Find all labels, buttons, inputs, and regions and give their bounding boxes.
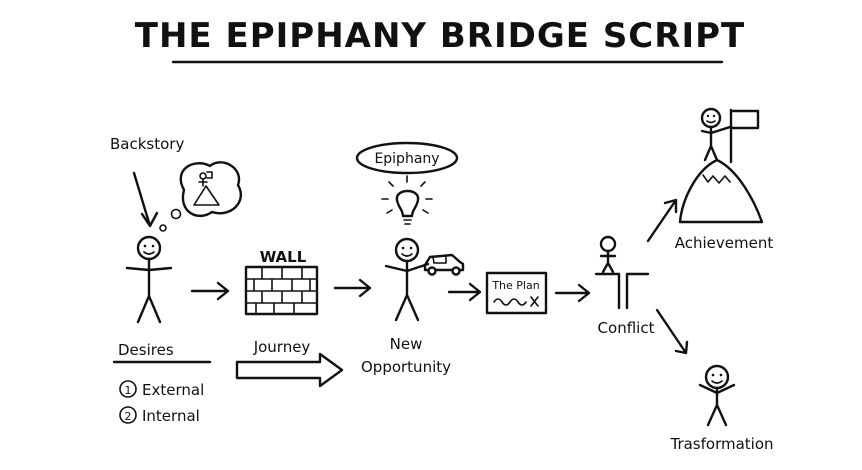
the-plan-label: The Plan [491, 279, 539, 292]
desire-item-internal: 2 Internal [119, 406, 200, 425]
backstory-label: Backstory [110, 135, 184, 153]
mountain-summit [678, 107, 764, 224]
svg-text:External: External [142, 381, 204, 399]
desire-item-external: 1 External [119, 380, 204, 399]
epiphany-bubble: Epiphany [355, 141, 459, 175]
arrow-to-conflict [554, 283, 591, 303]
desires-label: Desires [118, 341, 174, 359]
epiphany-label: Epiphany [374, 151, 439, 167]
car-icon [423, 253, 465, 276]
journey-label: Journey [253, 338, 311, 356]
new-opportunity-stick-figure [384, 237, 430, 322]
opportunity-label: Opportunity [361, 358, 451, 376]
svg-text:Internal: Internal [142, 407, 200, 425]
arrow-to-transformation [655, 308, 689, 355]
conflict-cliff [594, 235, 650, 310]
arrow-to-plan [447, 282, 482, 302]
transformation-label: Trasformation [669, 435, 773, 453]
achievement-label: Achievement [675, 234, 774, 252]
transformation-stick-figure [698, 364, 736, 427]
journey-arrow [235, 352, 344, 388]
wall-label: WALL [260, 248, 307, 266]
arrow-to-achievement [646, 198, 678, 243]
arrow-to-new-opportunity [333, 278, 372, 298]
brick-wall [244, 265, 319, 316]
hero-stick-figure [125, 235, 173, 324]
thought-bubble [159, 161, 242, 232]
arrow-to-wall [190, 281, 230, 301]
the-plan-card: The Plan [485, 271, 548, 315]
svg-text:1: 1 [125, 384, 132, 397]
conflict-label: Conflict [598, 319, 655, 337]
backstory-arrow [132, 171, 159, 228]
new-label: New [390, 335, 423, 353]
svg-text:2: 2 [125, 410, 132, 423]
light-bulb-icon [381, 175, 433, 225]
diagram-title: THE EPIPHANY BRIDGE SCRIPT [135, 16, 745, 56]
